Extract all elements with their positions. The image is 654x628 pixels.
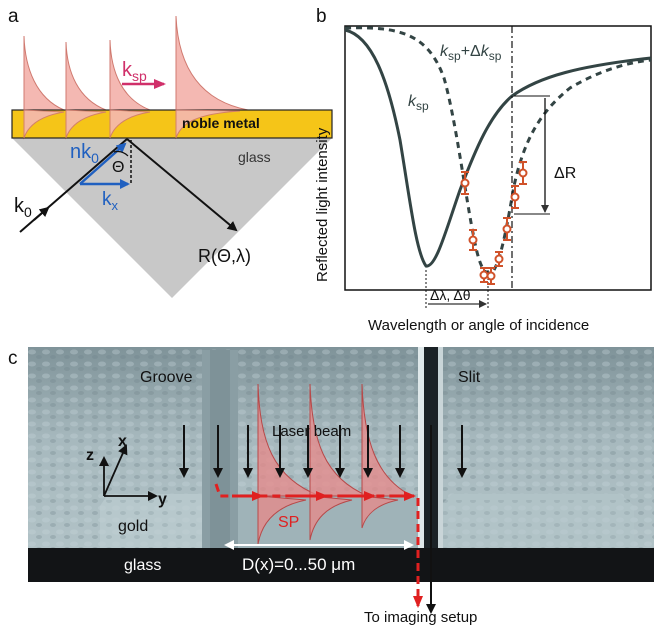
slit-label: Slit [458, 369, 481, 386]
reflected-beam [126, 138, 238, 232]
reflection-label: R(Θ,λ) [198, 246, 251, 266]
evanescent-profile-3 [109, 39, 151, 111]
axis-x-label: x [118, 433, 127, 450]
delta-shift-label: Δλ, Δθ [430, 287, 471, 303]
shifted-curve [344, 26, 652, 275]
glass-substrate [28, 548, 654, 582]
axis-z-label: z [86, 447, 94, 464]
data-point [510, 185, 520, 209]
noble-metal-label: noble metal [182, 115, 260, 131]
noble-metal-film [11, 109, 333, 139]
evanescent-profile-2 [65, 41, 107, 111]
panel-b: b Reflected light intensity Wavelength o… [314, 6, 652, 334]
ksp-label: ksp [122, 59, 147, 84]
gold-label: gold [118, 518, 148, 535]
x-axis-label: Wavelength or angle of incidence [368, 317, 589, 334]
data-point [460, 171, 470, 195]
imaging-label: To imaging setup [364, 609, 477, 626]
data-points [460, 161, 528, 285]
delta-r-label: ΔR [554, 165, 576, 182]
ksp-curve [344, 28, 652, 268]
distance-label: D(x)=0...50 μm [242, 555, 355, 574]
coordinate-axes [99, 444, 158, 501]
panel-b-letter: b [316, 6, 327, 27]
data-point [486, 267, 496, 285]
groove-label: Groove [140, 369, 193, 386]
data-point [518, 161, 528, 185]
sp-profile-2 [309, 383, 369, 497]
laser-beam-label: Laser beam [272, 423, 351, 440]
sp-path [214, 483, 423, 608]
theta-label: Θ [112, 159, 124, 176]
glass-label-c: glass [124, 557, 161, 574]
evanescent-profile-1 [23, 35, 65, 111]
sp-profiles [257, 383, 413, 545]
panel-a-letter: a [8, 6, 19, 27]
laser-arrows [179, 425, 467, 614]
glass-prism [12, 138, 332, 298]
axis-y-label: y [158, 491, 167, 508]
data-point [468, 229, 478, 251]
nk0-arrow [79, 142, 127, 185]
panel-c: c Groove Slit gold glass [8, 347, 654, 626]
panel-a: a glass noble metal ksp [8, 6, 333, 298]
ksp-curve-label: ksp [408, 93, 429, 113]
data-point [494, 251, 504, 267]
shifted-curve-label: ksp+Δksp [440, 43, 502, 63]
y-axis-label: Reflected light intensity [314, 127, 331, 282]
panel-c-letter: c [8, 348, 18, 369]
glass-label: glass [238, 149, 271, 165]
sp-label: SP [278, 514, 299, 531]
k0-label: k0 [14, 195, 32, 220]
nk0-label: nk0 [70, 141, 99, 166]
kx-label: kx [102, 189, 119, 213]
evanescent-profile-4 [175, 15, 249, 111]
data-point [502, 217, 512, 241]
plot-frame [344, 25, 652, 291]
